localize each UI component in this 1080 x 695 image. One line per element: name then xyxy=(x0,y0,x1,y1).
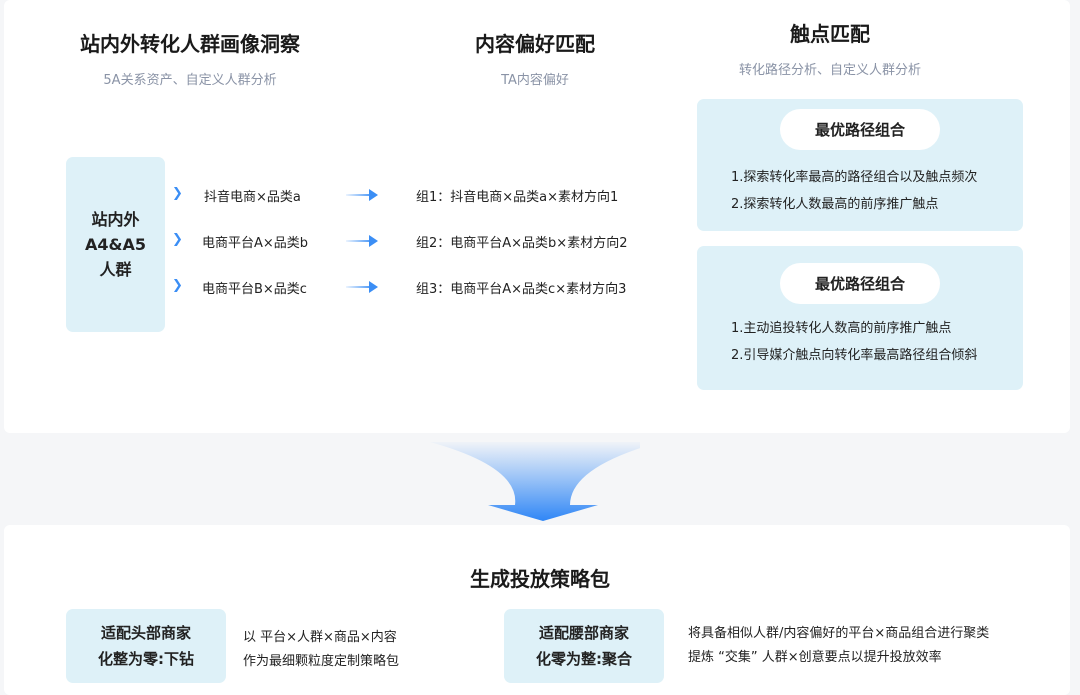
strategy-label: 适配头部商家 xyxy=(100,624,191,642)
source-line: A4&A5 xyxy=(85,235,146,254)
strategy-label: 适配腰部商家 xyxy=(538,624,629,642)
column-title-touchpoint: 触点匹配 xyxy=(790,22,870,46)
strategy-label: 化整为零:下钻 xyxy=(98,650,194,668)
touchpoint-box-title: 最优路径组合 xyxy=(780,109,940,150)
strategy-desc-line: 提炼 “交集” 人群×创意要点以提升投放效率 xyxy=(688,650,942,665)
source-line: 站内外 xyxy=(91,210,140,229)
source-line: 人群 xyxy=(99,260,132,279)
strategy-desc: 以 平台×人群×商品×内容 作为最细颗粒度定制策略包 xyxy=(243,626,399,674)
content-group: 组3：电商平台A×品类c×素材方向3 xyxy=(416,282,627,297)
touchpoint-item: 1.主动追投转化人数高的前序推广触点 xyxy=(731,321,952,336)
strategy-desc-line: 作为最细颗粒度定制策略包 xyxy=(243,654,400,669)
chevron-right-icon: ❯ xyxy=(172,186,183,201)
touchpoint-box: 最优路径组合 1.探索转化率最高的路径组合以及触点频次 2.探索转化人数最高的前… xyxy=(697,99,1023,231)
strategy-label: 化零为整:聚合 xyxy=(536,650,632,668)
down-arrow-icon xyxy=(430,442,640,521)
arrow-right-icon xyxy=(346,281,378,293)
touchpoint-item: 2.引导媒介触点向转化率最高路径组合倾斜 xyxy=(731,348,978,363)
column-title-content: 内容偏好匹配 xyxy=(475,32,595,56)
strategy-label-box: 适配头部商家 化整为零:下钻 xyxy=(66,609,226,683)
strategy-label-box: 适配腰部商家 化零为整:聚合 xyxy=(504,609,664,683)
column-subtitle-touchpoint: 转化路径分析、自定义人群分析 xyxy=(738,63,921,78)
content-group: 组1：抖音电商×品类a×素材方向1 xyxy=(416,190,619,205)
audience-item: 电商平台A×品类b xyxy=(202,236,309,251)
touchpoint-box-title: 最优路径组合 xyxy=(780,263,940,304)
chevron-right-icon: ❯ xyxy=(172,232,183,247)
column-subtitle-content: TA内容偏好 xyxy=(501,73,569,88)
content-group: 组2：电商平台A×品类b×素材方向2 xyxy=(416,236,628,251)
audience-item: 电商平台B×品类c xyxy=(202,282,307,297)
audience-item: 抖音电商×品类a xyxy=(204,190,301,205)
strategy-desc: 将具备相似人群/内容偏好的平台×商品组合进行聚类 提炼 “交集” 人群×创意要点… xyxy=(688,622,989,670)
touchpoint-item: 1.探索转化率最高的路径组合以及触点频次 xyxy=(731,170,978,185)
touchpoint-box: 最优路径组合 1.主动追投转化人数高的前序推广触点 2.引导媒介触点向转化率最高… xyxy=(697,246,1023,390)
chevron-right-icon: ❯ xyxy=(172,278,183,293)
strategy-title: 生成投放策略包 xyxy=(470,567,610,591)
touchpoint-item: 2.探索转化人数最高的前序推广触点 xyxy=(731,197,939,212)
arrow-right-icon xyxy=(346,189,378,201)
column-subtitle-audience: 5A关系资产、自定义人群分析 xyxy=(103,73,277,88)
strategy-desc-line: 将具备相似人群/内容偏好的平台×商品组合进行聚类 xyxy=(688,626,990,641)
column-title-audience: 站内外转化人群画像洞察 xyxy=(80,32,300,56)
strategy-desc-line: 以 平台×人群×商品×内容 xyxy=(243,630,397,645)
arrow-right-icon xyxy=(346,235,378,247)
source-audience-box: 站内外 A4&A5 人群 xyxy=(66,157,165,332)
